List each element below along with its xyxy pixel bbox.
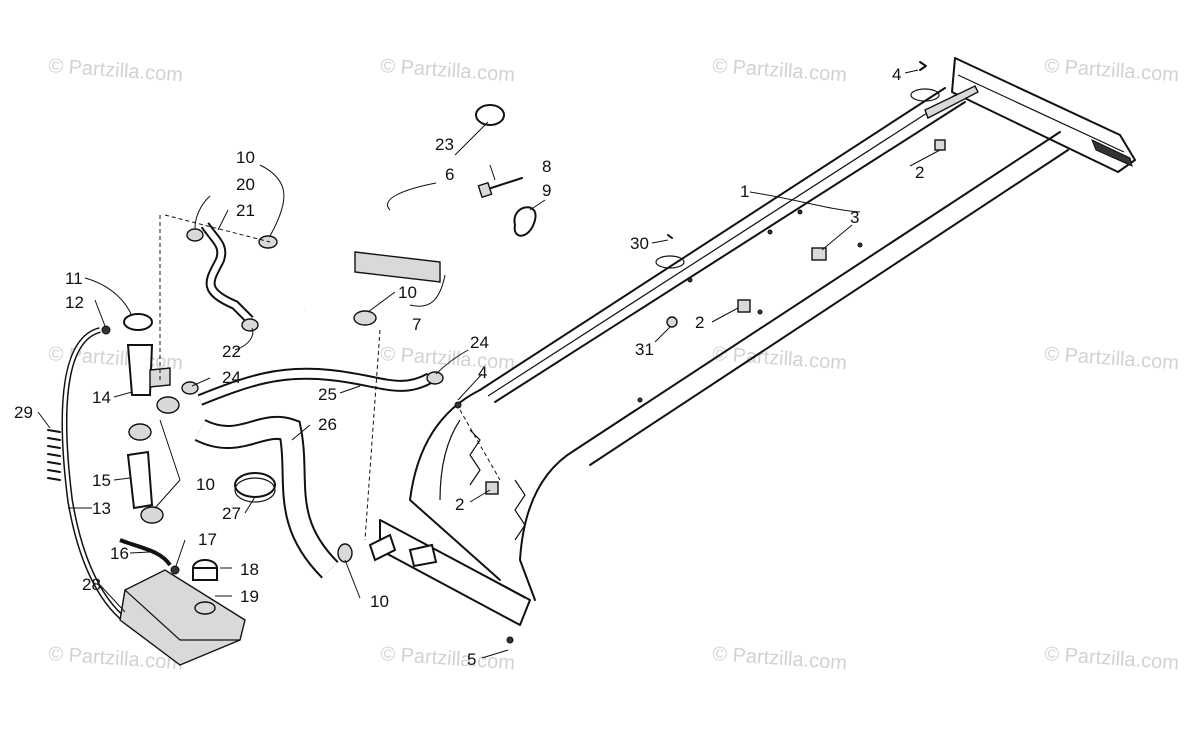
heat-exchanger-assembly (368, 57, 1136, 626)
callout-15: 15 (92, 471, 111, 490)
callout-13: 13 (92, 499, 111, 518)
clip-icon (934, 139, 946, 151)
fasteners (454, 61, 940, 644)
ring-icon (475, 104, 505, 126)
nut-icon (666, 316, 678, 328)
watermark: © Partzilla.com (712, 643, 848, 674)
clamp-icon (337, 543, 353, 563)
callout-10: 10 (370, 592, 389, 611)
bolt-icon (484, 177, 523, 191)
callout-10: 10 (398, 283, 417, 302)
callout-16: 16 (110, 544, 129, 563)
hoses (61, 201, 490, 623)
callout-2: 2 (455, 495, 464, 514)
clamp-icon (181, 381, 199, 395)
callout-labels: 1 2 2 2 3 4 4 5 6 7 8 9 10 10 10 10 11 1… (14, 65, 924, 669)
clamp-icon (186, 228, 204, 242)
clamp-icon (426, 371, 444, 385)
watermark-layer: © Partzilla.com © Partzilla.com © Partzi… (48, 55, 1180, 674)
callout-1: 1 (740, 182, 749, 201)
screw-icon (454, 401, 462, 409)
clamp-icon (140, 506, 164, 524)
callout-22: 22 (222, 342, 241, 361)
spring-clamp-icon (234, 472, 276, 498)
watermark: © Partzilla.com (380, 343, 516, 374)
callout-4: 4 (892, 65, 901, 84)
callout-3: 3 (850, 208, 859, 227)
callout-7: 7 (412, 315, 421, 334)
callout-10: 10 (236, 148, 255, 167)
washer-icon (910, 88, 940, 102)
screw-icon (667, 234, 673, 239)
radiator-cap-icon (123, 313, 153, 331)
callout-31: 31 (635, 340, 654, 359)
callout-2: 2 (695, 313, 704, 332)
callout-28: 28 (82, 575, 101, 594)
callout-24: 24 (470, 333, 489, 352)
clip-icon (811, 247, 827, 261)
callout-26: 26 (318, 415, 337, 434)
callout-18: 18 (240, 560, 259, 579)
leader-lines (37, 69, 941, 659)
callout-6: 6 (445, 165, 454, 184)
callout-30: 30 (630, 234, 649, 253)
watermark: © Partzilla.com (380, 643, 516, 674)
callout-5: 5 (467, 650, 476, 669)
clamp-icon (353, 310, 377, 326)
small-parts (47, 104, 537, 666)
washer-icon (655, 255, 685, 269)
bracket-icon (513, 206, 537, 237)
callout-11: 11 (65, 269, 83, 288)
clip-icon (485, 481, 499, 495)
callout-10: 10 (196, 475, 215, 494)
watermark: © Partzilla.com (380, 55, 516, 86)
callout-8: 8 (542, 157, 551, 176)
watermark: © Partzilla.com (48, 55, 184, 86)
clip-icon (737, 299, 751, 313)
callout-27: 27 (222, 504, 241, 523)
callout-14: 14 (92, 388, 111, 407)
callout-20: 20 (236, 175, 255, 194)
spring-icon (47, 429, 61, 481)
callout-2: 2 (915, 163, 924, 182)
watermark: © Partzilla.com (1044, 343, 1180, 374)
callout-25: 25 (318, 385, 337, 404)
callout-24: 24 (222, 368, 241, 387)
callout-17: 17 (198, 530, 217, 549)
callout-9: 9 (542, 181, 551, 200)
watermark: © Partzilla.com (1044, 55, 1180, 86)
callout-4: 4 (478, 363, 487, 382)
callout-12: 12 (65, 293, 84, 312)
callout-23: 23 (435, 135, 454, 154)
clamp-icon (241, 318, 259, 332)
callout-21: 21 (236, 201, 255, 220)
watermark: © Partzilla.com (1044, 643, 1180, 674)
screw-icon (506, 636, 514, 644)
callout-19: 19 (240, 587, 259, 606)
screw-icon (919, 61, 927, 71)
watermark: © Partzilla.com (712, 55, 848, 86)
clamp-icon (156, 396, 180, 414)
callout-29: 29 (14, 403, 33, 422)
clamp-icon (128, 423, 152, 441)
